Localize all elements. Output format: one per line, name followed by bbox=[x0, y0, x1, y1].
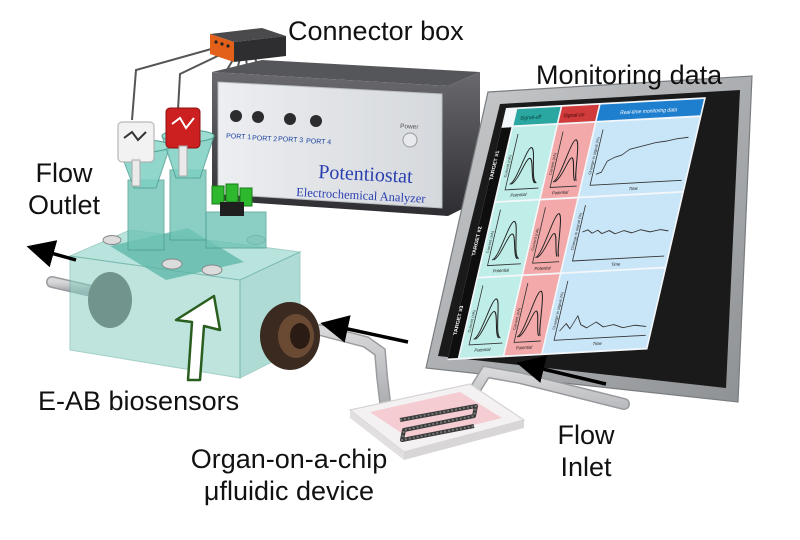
flow-outlet-line2: Outlet bbox=[27, 189, 101, 220]
current-axis-label: Current (nA) bbox=[512, 307, 522, 330]
connector-box-label: Connector box bbox=[288, 16, 464, 46]
port-1-label: PORT 1 bbox=[226, 133, 251, 141]
potential-axis-label: Potential bbox=[551, 190, 568, 196]
col-header-signal-on: Signal-on bbox=[563, 112, 586, 119]
outlet-flow-arrow bbox=[26, 240, 77, 268]
organ-on-chip-device bbox=[348, 383, 526, 460]
monitor bbox=[425, 75, 753, 403]
potentiostat-title: Potentiostat bbox=[318, 161, 414, 188]
time-axis-label: Time bbox=[628, 186, 639, 192]
potential-axis-label: Potential bbox=[515, 345, 532, 351]
port-4-label: PORT 4 bbox=[306, 138, 331, 146]
organ-on-chip-label: Organ-on-a-chip μfluidic device bbox=[154, 444, 424, 508]
monitoring-data-label: Monitoring data bbox=[536, 60, 723, 90]
connector-box bbox=[210, 28, 286, 62]
organ-on-chip-line2: μfluidic device bbox=[203, 475, 375, 506]
current-axis-label: Current (nA) bbox=[503, 154, 513, 177]
flow-outlet-label: Flow Outlet bbox=[12, 158, 116, 222]
col-header-signal-off: Signal-off bbox=[519, 114, 542, 121]
current-axis-label: Current (nA) bbox=[548, 152, 558, 175]
time-axis-label: Time bbox=[611, 261, 622, 267]
eab-biosensors-label: E-AB biosensors bbox=[38, 386, 240, 416]
col-header-monitoring: Real-time monitoring data bbox=[619, 107, 678, 116]
potential-axis-label: Potential bbox=[474, 347, 491, 353]
potentiostat bbox=[212, 60, 480, 216]
flow-outlet-line1: Flow bbox=[35, 158, 93, 188]
power-label: Power bbox=[400, 123, 420, 131]
current-axis-label: Current (nA) bbox=[467, 309, 477, 332]
potential-axis-label: Potential bbox=[534, 265, 551, 271]
flow-inlet-label: Flow Inlet bbox=[536, 420, 636, 484]
potentiostat-subtitle: Electrochemical Analyzer bbox=[296, 185, 427, 206]
flow-inlet-line2: Inlet bbox=[560, 451, 612, 482]
time-axis-label: Time bbox=[592, 341, 603, 347]
flow-inlet-line1: Flow bbox=[557, 420, 615, 450]
current-axis-label: Current (nA) bbox=[530, 228, 540, 251]
port-2-label: PORT 2 bbox=[252, 135, 277, 143]
chip-to-chamber-arrow bbox=[320, 315, 409, 344]
eab-sensor-clips bbox=[211, 183, 253, 216]
potential-axis-label: Potential bbox=[510, 192, 527, 198]
eab-pointer-arrow bbox=[174, 294, 222, 382]
organ-on-chip-line1: Organ-on-a-chip bbox=[190, 444, 388, 474]
port-3-label: PORT 3 bbox=[278, 136, 303, 144]
inlet-flow-arrow bbox=[516, 355, 607, 386]
potential-axis-label: Potential bbox=[492, 267, 509, 273]
reference-electrode bbox=[117, 121, 155, 187]
counter-electrode bbox=[165, 107, 201, 177]
current-axis-label: Current (nA) bbox=[485, 230, 495, 253]
